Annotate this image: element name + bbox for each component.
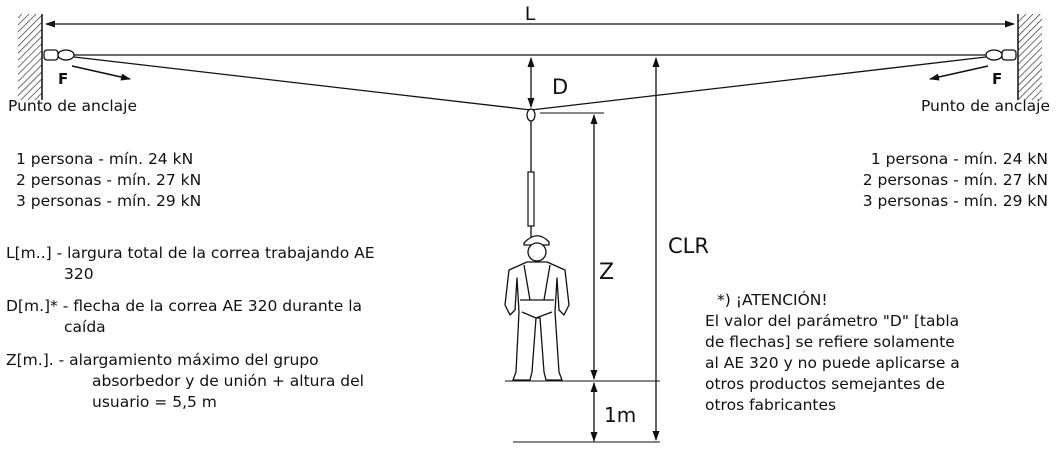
note-line: El valor del parámetro "D" [tabla: [705, 312, 960, 330]
z-label: Z: [599, 260, 614, 285]
note-line: *) ¡ATENCIÓN!: [717, 291, 828, 309]
clearance-label: CLR: [668, 234, 709, 258]
right-wall: [1018, 14, 1042, 100]
left-anchor-connector: [43, 49, 75, 61]
definition-l: L[m..] - largura total de la correa trab…: [6, 243, 506, 285]
definition-l-line1: L[m..] - largura total de la correa trab…: [6, 244, 375, 262]
strength-list-left: 1 persona - mín. 24 kN 2 personas - mín.…: [16, 149, 201, 212]
strength-item: 1 persona - mín. 24 kN: [16, 150, 194, 168]
strength-item: 3 personas - mín. 29 kN: [862, 192, 1048, 210]
left-wall: [18, 14, 42, 100]
note-line: de flechas] se refiere solamente: [705, 333, 955, 351]
force-arrow-left: [71, 65, 131, 81]
note-line: al AE 320 y no puede aplicarse a: [705, 354, 960, 372]
strength-item: 1 persona - mín. 24 kN: [870, 150, 1048, 168]
worker-figure: [504, 235, 570, 381]
attention-note: *) ¡ATENCIÓN! El valor del parámetro "D"…: [705, 290, 960, 416]
fall-absorber-lanyard: [526, 108, 536, 240]
note-line: otros fabricantes: [705, 396, 837, 414]
definition-z-line3: usuario = 5,5 m: [92, 393, 217, 411]
force-label-right: F: [992, 70, 1002, 88]
force-label-left: F: [58, 70, 68, 88]
length-label: L: [525, 3, 536, 25]
note-line: otros productos semejantes de: [705, 375, 946, 393]
definition-z-line1: Z[m.]. - alargamiento máximo del grupo: [6, 351, 319, 369]
strength-list-right: 1 persona - mín. 24 kN 2 personas - mín.…: [863, 149, 1048, 212]
anchor-label-right: Punto de anclaje: [920, 97, 1050, 115]
definition-l-line2: 320: [64, 265, 94, 283]
definition-d-line1: D[m.]* - flecha de la correa AE 320 dura…: [6, 297, 362, 315]
strength-item: 2 personas - mín. 27 kN: [862, 171, 1048, 189]
strength-item: 3 personas - mín. 29 kN: [16, 192, 202, 210]
force-arrow-right: [929, 65, 989, 81]
definition-z: Z[m.]. - alargamiento máximo del grupo a…: [6, 350, 506, 413]
definition-d: D[m.]* - flecha de la correa AE 320 dura…: [6, 296, 506, 338]
lifeline-sagged: [73, 56, 987, 111]
sag-label: D: [552, 75, 568, 99]
definition-d-line2: caída: [64, 318, 106, 336]
one-meter-label: 1m: [604, 403, 636, 427]
anchor-label-left: Punto de anclaje: [8, 97, 138, 115]
strength-item: 2 personas - mín. 27 kN: [16, 171, 202, 189]
definition-z-line2: absorbedor y de unión + altura del: [92, 372, 364, 390]
right-anchor-connector: [985, 49, 1017, 61]
